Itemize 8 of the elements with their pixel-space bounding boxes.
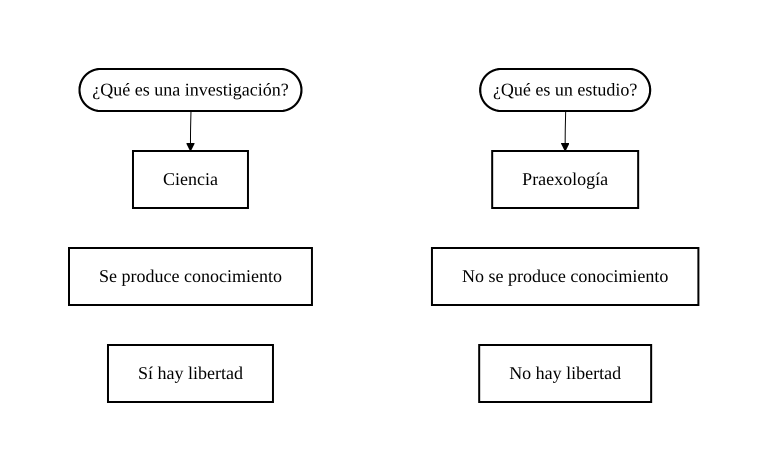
node-box: Sí hay libertad <box>106 344 274 403</box>
node-box: Praexología <box>490 150 639 209</box>
node-box: Se produce conocimiento <box>68 247 313 306</box>
node-box: No se produce conocimiento <box>430 247 700 306</box>
node-box: Ciencia <box>132 150 249 209</box>
node-box: No hay libertad <box>478 344 652 403</box>
arrow <box>560 111 570 152</box>
arrow <box>186 111 195 152</box>
